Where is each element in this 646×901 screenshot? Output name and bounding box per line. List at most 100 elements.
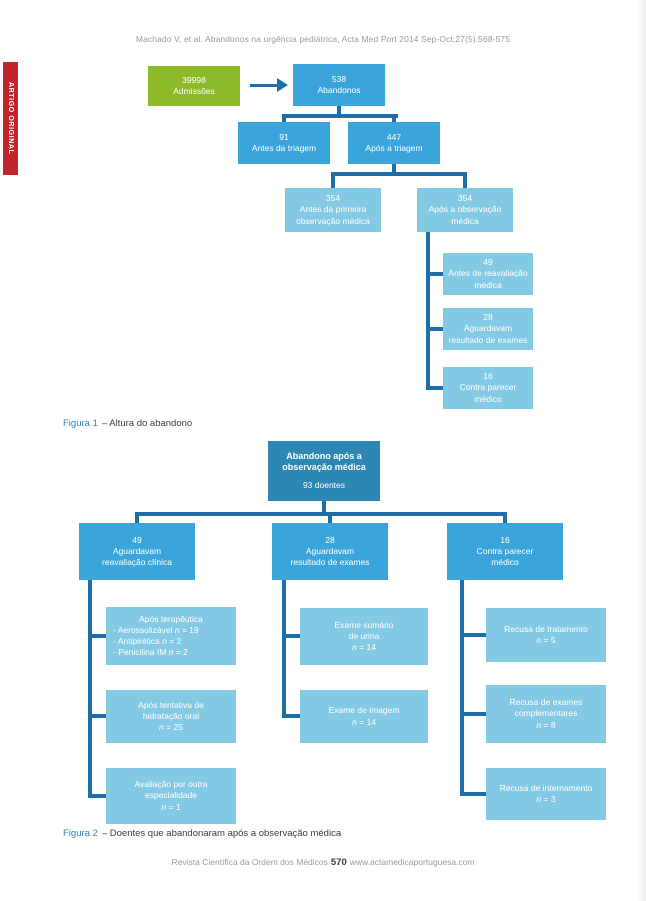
node-label: Após a triagem [365, 143, 423, 153]
node-label: Contra parecer médico [459, 382, 517, 404]
sub-n: n = 25 [159, 722, 183, 733]
node-label: Admissões [173, 86, 215, 96]
sub-avaliacao-outra-especialidade: Avaliação por outra especialidade n = 1 [106, 768, 236, 824]
sub-text: Exame de imagem [328, 705, 400, 716]
sub-tentativa-hidratacao: Após tentativa de hidratação oral n = 25 [106, 690, 236, 743]
node-value: 16 [483, 371, 493, 382]
connector [331, 172, 467, 176]
scan-edge-shadow [637, 0, 646, 901]
node-antes-reavaliacao: 49 Antes de reavaliação médica [443, 253, 533, 295]
sub-n: n = 5 [536, 635, 556, 645]
sub-text: Recusa de tratamento [504, 623, 588, 634]
connector [88, 580, 92, 798]
connector [328, 512, 332, 523]
footer-page-number: 570 [330, 857, 347, 868]
node-value: 49 [483, 257, 493, 268]
sub-exame-sumario-urina: Exame sumário de urina n = 14 [300, 608, 428, 665]
node-antes-triagem: 91 Antes da triagem [238, 122, 330, 164]
connector [426, 272, 443, 276]
node-label: Abandonos [317, 85, 361, 95]
sub-recusa-tratamento: Recusa de tratamento n = 5 [486, 608, 606, 662]
node-label: Antes de reavaliação médica [448, 268, 528, 290]
node-apos-triagem: 447 Após a triagem [348, 122, 440, 164]
sub-apos-terapeutica: Após terapêutica - Aerossolizável n = 19… [106, 607, 236, 665]
connector [426, 386, 443, 390]
connector [282, 114, 398, 118]
arrow-head [277, 78, 288, 92]
connector [88, 714, 106, 718]
footer-journal: Revista Científica da Ordem dos Médicos [171, 857, 328, 867]
node-value: 49 [132, 534, 142, 545]
node-value: 91 [279, 131, 289, 142]
sub-text: Após tentativa de hidratação oral [138, 699, 204, 721]
node-abandono-apos-observacao: Abandono após a observação médica 93 doe… [268, 441, 380, 501]
sub-text: Recusa de exames complementares [509, 697, 583, 719]
sub-n: n = 3 [536, 794, 556, 804]
connector [331, 172, 335, 188]
arrow-right-icon [250, 78, 290, 92]
node-aguardavam-exames: 28 Aguardavam resultado de exames [443, 308, 533, 350]
node-title: Abandono após a observação médica [282, 450, 366, 473]
figura1-caption-label: Figura 1 [63, 418, 98, 429]
node-label: Aguardavam reavaliação clínica [102, 545, 172, 568]
connector [88, 794, 106, 798]
connector [282, 714, 300, 718]
connector [426, 327, 443, 331]
artigo-original-banner: ARTIGO ORIGINAL [3, 62, 18, 175]
sub-exame-imagem: Exame de imagem n = 14 [300, 690, 428, 743]
node-label: Contra parecer médico [476, 545, 534, 568]
connector [337, 106, 341, 116]
sub-recusa-internamento: Recusa de internamento n = 3 [486, 768, 606, 820]
connector [282, 634, 300, 638]
sub-n: n = 1 [161, 801, 181, 812]
sub-text: Avaliação por outra especialidade [134, 779, 208, 801]
node-subtitle: 93 doentes [302, 480, 346, 491]
sub-items: - Aerossolizável n = 19 - Antipirética n… [113, 624, 199, 658]
figura2-caption: Figura 2– Doentes que abandonaram após a… [63, 828, 341, 839]
sub-n: n = 14 [352, 642, 376, 653]
node-value: 538 [331, 73, 347, 84]
node-contra-parecer: 16 Contra parecer médico [443, 367, 533, 409]
connector [460, 712, 486, 716]
figura1-caption-text: – Altura do abandono [101, 418, 193, 429]
sub-n: n = 8 [536, 719, 556, 730]
connector [135, 512, 139, 523]
connector [463, 172, 467, 188]
sub-title: Após terapêutica [139, 613, 203, 624]
connector [282, 580, 286, 718]
node-value: 39998 [182, 74, 206, 85]
figura2-caption-text: – Doentes que abandonaram após a observa… [101, 828, 342, 839]
node-value: 447 [386, 131, 402, 142]
node-value: 354 [457, 193, 473, 204]
connector [88, 634, 106, 638]
connector [460, 792, 486, 796]
node-label: Aguardavam resultado de exames [448, 323, 528, 345]
connector [392, 164, 396, 174]
connector [426, 232, 430, 390]
node-label: Aguardavam resultado de exames [290, 545, 370, 568]
citation-header: Machado V, et al. Abandonos na urgência … [135, 34, 511, 44]
sub-n: n = 14 [352, 716, 376, 727]
connector [135, 512, 507, 516]
sub-text: Recusa de internamento [499, 782, 593, 793]
sub-recusa-exames: Recusa de exames complementares n = 8 [486, 685, 606, 743]
banner-label: ARTIGO ORIGINAL [7, 82, 14, 155]
node-value: 28 [325, 534, 335, 545]
node-antes-primeira-observacao: 354 Antes da primeira observação médica [285, 188, 381, 232]
connector [460, 633, 486, 637]
arrow-shaft [250, 84, 278, 87]
connector [322, 501, 326, 514]
node-admissoes: 39998 Admissões [148, 66, 240, 106]
footer-website: www.actamedicaportuguesa.com [349, 857, 475, 867]
sub-text: Exame sumário de urina [334, 619, 394, 641]
node-value: 354 [325, 193, 341, 204]
figura1-caption: Figura 1– Altura do abandono [63, 418, 192, 429]
connector [503, 512, 507, 523]
node-label: Antes da primeira observação médica [296, 204, 370, 226]
node-label: Antes da triagem [251, 143, 317, 153]
branch-aguardavam-exames: 28 Aguardavam resultado de exames [272, 523, 388, 580]
branch-aguardavam-reavaliacao: 49 Aguardavam reavaliação clínica [79, 523, 195, 580]
node-apos-observacao: 354 Após a observação médica [417, 188, 513, 232]
